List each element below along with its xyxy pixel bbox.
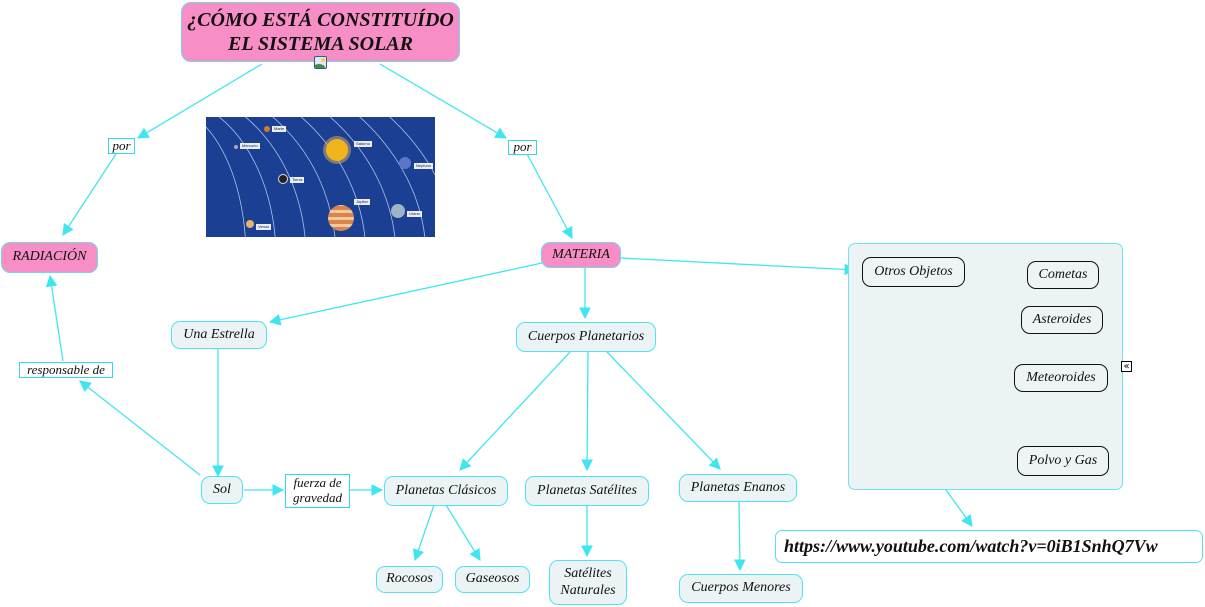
- node-gaseosos[interactable]: Gaseosos: [455, 566, 530, 593]
- planet-label: Saturno: [354, 141, 373, 147]
- image-icon[interactable]: [314, 56, 327, 69]
- node-cuerpos-menores[interactable]: Cuerpos Menores: [679, 574, 803, 603]
- node-una-estrella[interactable]: Una Estrella: [171, 321, 267, 349]
- collapse-icon[interactable]: «: [1121, 361, 1132, 372]
- planet-venus: [246, 220, 254, 228]
- node-materia[interactable]: MATERIA: [541, 242, 621, 268]
- edge-clasicos-gaseosos: [445, 504, 481, 561]
- planet-jupiter: [328, 205, 354, 231]
- planet-label: Marte: [272, 126, 287, 132]
- node-cometas[interactable]: Cometas: [1027, 261, 1099, 289]
- planet-label: Tierra: [290, 177, 305, 183]
- node-cuerpos-planetarios[interactable]: Cuerpos Planetarios: [516, 322, 656, 352]
- solar-system-image: Marte Mercurio Saturno Neptuno Tierra Jú…: [206, 117, 435, 237]
- edge-responsable-de-radiacion: [45, 274, 64, 362]
- edge-title-por-left: [136, 63, 263, 139]
- node-satelites-naturales[interactable]: Satélites Naturales: [549, 560, 627, 605]
- edge-sol-responsable-de: [79, 380, 201, 476]
- planet-label: Mercurio: [240, 143, 260, 149]
- node-planetas-satelites[interactable]: Planetas Satélites: [525, 476, 649, 506]
- edge-title-por-right: [379, 63, 508, 139]
- node-rocosos[interactable]: Rocosos: [376, 566, 443, 593]
- edge-group-url: [945, 489, 973, 527]
- node-sol[interactable]: Sol: [201, 476, 243, 504]
- edge-por-right-materia: [526, 153, 573, 240]
- node-radiacion[interactable]: RADIACIÓN: [1, 242, 98, 273]
- edge-materia-otros-objetos: [619, 257, 857, 276]
- planet-label: Neptuno: [414, 163, 434, 169]
- node-polvo-y-gas[interactable]: Polvo y Gas: [1017, 446, 1109, 476]
- planet-label: Venus: [256, 224, 272, 230]
- node-url-link[interactable]: https://www.youtube.com/watch?v=0iB1SnhQ…: [775, 530, 1203, 563]
- planet-neptune: [399, 157, 411, 169]
- node-meteoroides[interactable]: Meteoroides: [1014, 364, 1108, 392]
- planet-label: Júpiter: [354, 199, 371, 205]
- linking-phrase-por-left[interactable]: por: [108, 138, 135, 154]
- node-otros-objetos[interactable]: Otros Objetos: [862, 257, 965, 287]
- node-planetas-enanos[interactable]: Planetas Enanos: [679, 474, 797, 502]
- planet-saturn: [326, 139, 348, 161]
- edge-cuerpos-enanos: [606, 351, 721, 470]
- planet-earth: [278, 174, 288, 184]
- linking-phrase-fuerza-de-gravedad[interactable]: fuerza de gravedad: [285, 474, 350, 508]
- planet-uranus: [391, 204, 405, 218]
- edge-materia-una-estrella: [268, 262, 543, 326]
- planet-label: Urano: [407, 211, 422, 217]
- planet-mars: [264, 126, 270, 132]
- node-asteroides[interactable]: Asteroides: [1021, 306, 1103, 334]
- linking-phrase-responsable-de[interactable]: responsable de: [19, 362, 113, 378]
- node-planetas-clasicos[interactable]: Planetas Clásicos: [384, 476, 508, 506]
- edge-cuerpos-clasicos: [459, 351, 571, 471]
- map-title[interactable]: ¿CÓMO ESTÁ CONSTITUÍDO EL SISTEMA SOLAR: [181, 2, 460, 62]
- planet-mercury: [234, 145, 238, 149]
- edge-por-left-radiacion: [62, 153, 117, 236]
- linking-phrase-por-right[interactable]: por: [508, 139, 537, 155]
- edge-enanos-menores: [734, 499, 746, 572]
- edge-cuerpos-satelites: [581, 351, 593, 472]
- edge-clasicos-rocosos: [412, 504, 435, 562]
